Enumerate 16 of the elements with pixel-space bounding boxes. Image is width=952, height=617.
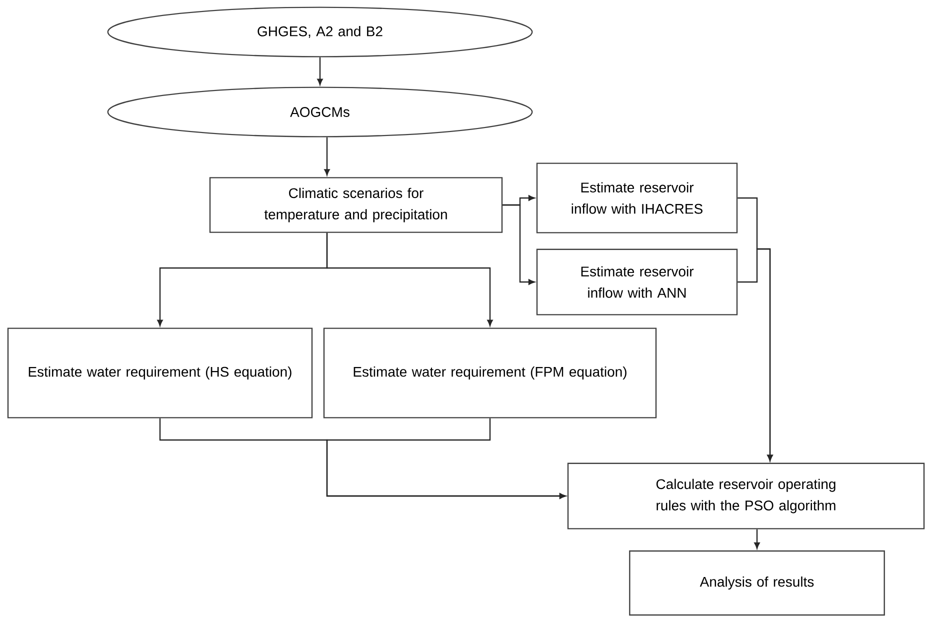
process-box: Estimate water requirement (HS equation)	[7, 328, 313, 418]
process-box: Estimate water requirement (FPM equation)	[323, 328, 657, 418]
process-box: Estimate reservoir inflow with ANN	[536, 248, 738, 316]
oval-node: AOGCMs	[107, 86, 533, 138]
process-box: Calculate reservoir operating rules with the PSO algorithm	[567, 462, 925, 530]
arrow	[326, 232, 493, 326]
process-box: Climatic scenarios for temperature and precipitation	[209, 177, 503, 233]
arrow	[326, 418, 566, 499]
arrow	[738, 248, 773, 462]
arrow	[324, 137, 330, 176]
oval-node: GHGES, A2 and B2	[107, 6, 533, 58]
arrow	[502, 204, 535, 285]
arrow	[317, 57, 323, 86]
process-box: Analysis of results	[629, 550, 885, 616]
arrow	[754, 529, 760, 549]
process-box: Estimate reservoir inflow with IHACRES	[536, 162, 738, 234]
